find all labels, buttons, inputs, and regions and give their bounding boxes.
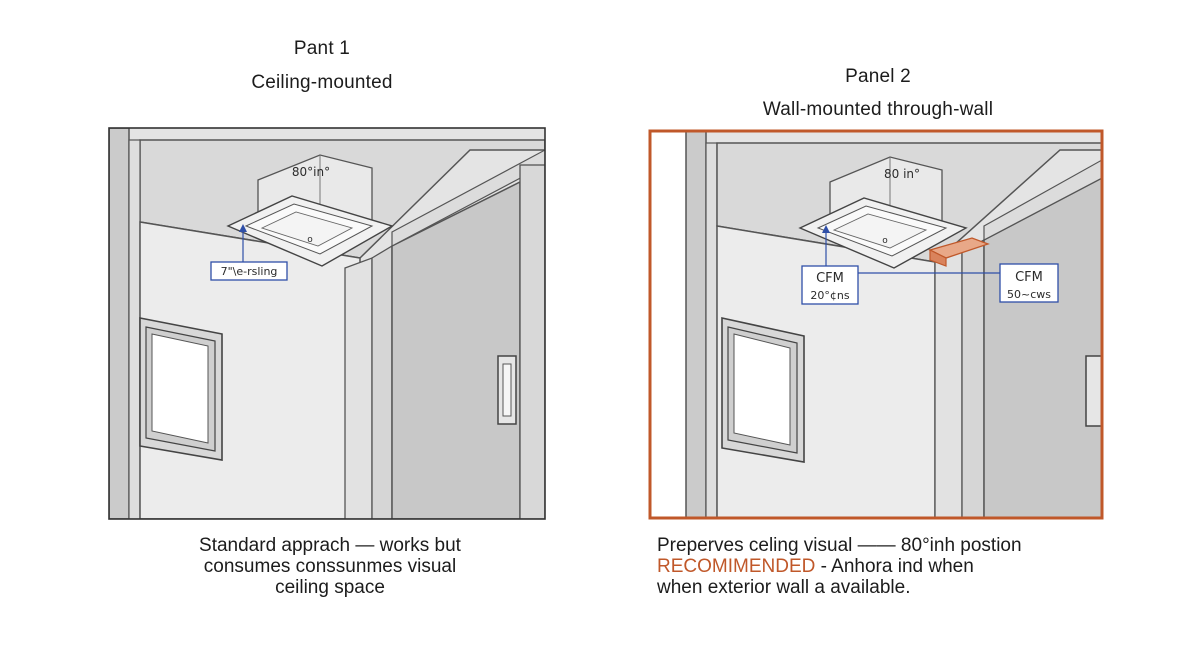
panel1-caption-line: Standard apprach — works but xyxy=(199,535,461,556)
panel1-caption-line: ceiling space xyxy=(275,577,385,598)
panel2-callout-right-line1: CFM xyxy=(1015,270,1043,285)
panel2-caption: Preperves celing visual —— 80°inh postio… xyxy=(657,535,1137,598)
panel2-callout-left-line2: 20°¢ns xyxy=(810,289,849,302)
panel1-callout-box xyxy=(210,261,288,281)
panel2-room xyxy=(650,131,1102,518)
panel2-grille-mark: o xyxy=(882,236,888,246)
panel1-subtitle: Ceiling-mounted xyxy=(251,72,393,93)
panel1-fan-label: 80°in° xyxy=(292,165,330,179)
recommended-label: RECOMIMENDED xyxy=(657,556,816,577)
panel1-frame xyxy=(108,127,546,520)
panel2-heading: Panel 2 xyxy=(845,66,911,87)
panel1-caption: Standard apprach — works but consumes co… xyxy=(140,535,520,598)
panel2-caption-recommended-line: RECOMIMENDED - Anhora ind when xyxy=(657,556,1137,577)
panel2-callout-right-box xyxy=(999,263,1059,303)
panel2-callout-left-line1: CFM xyxy=(816,271,844,286)
panel1-callout: 7"\e-rsling xyxy=(221,265,278,278)
panel1-caption-line: consumes conssunmes visual xyxy=(203,556,457,577)
recommended-rest: - Anhora ind when xyxy=(815,556,974,577)
panel2-caption-line: when exterior wall a available. xyxy=(657,577,911,598)
panel1-heading: Pant 1 xyxy=(293,38,351,59)
panel2-subtitle: Wall-mounted through-wall xyxy=(762,99,994,120)
panel1-grille-mark: o xyxy=(307,235,313,245)
panel2-highlight-frame xyxy=(648,129,1104,520)
panel2-caption-line: Preperves celing visual —— 80°inh postio… xyxy=(657,535,1022,556)
panel2-fan-label: 80 in° xyxy=(884,167,920,181)
panel1-room xyxy=(109,128,545,519)
panel2-callout-right-line2: 50~cws xyxy=(1007,288,1051,301)
panel2-callout-left-box xyxy=(801,265,859,305)
